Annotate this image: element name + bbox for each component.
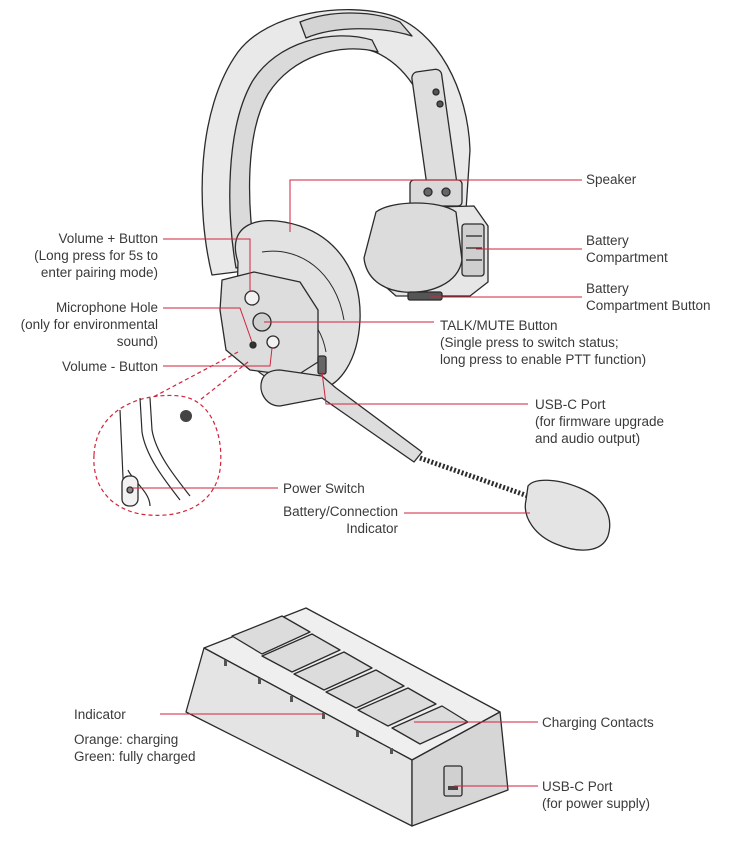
- mic-gooseneck: [419, 455, 529, 499]
- battery-compartment: [461, 223, 485, 277]
- battery-compartment-button: [407, 291, 443, 301]
- microphone-hole-line-2: (only for environmental: [20, 317, 158, 332]
- charger-usb-c-port-line-1: USB-C Port: [542, 779, 613, 794]
- power-switch-label: Power Switch: [283, 481, 365, 496]
- speaker-label: Speaker: [586, 172, 637, 187]
- talk-mute-line-3: long press to enable PTT function): [440, 352, 647, 367]
- talk-mute-line-1: TALK/MUTE Button: [440, 318, 558, 333]
- charger-usb-c-port-label: USB-C Port (for power supply): [542, 778, 650, 812]
- indicator-state-charged: Green: fully charged: [74, 749, 196, 764]
- battery-compartment-button-line-2: Compartment Button: [586, 298, 711, 313]
- zoom-circle: [93, 394, 222, 516]
- talk-mute-line-2: (Single press to switch status;: [440, 335, 619, 350]
- microphone-hole-line-3: sound): [116, 334, 158, 349]
- microphone-hole-label: Microphone Hole (only for environmental …: [21, 299, 158, 350]
- battery-compartment-button-line-1: Battery: [586, 281, 629, 296]
- charging-contacts-label: Charging Contacts: [542, 715, 654, 730]
- battery-indicator-line-1: Battery/Connection: [283, 504, 398, 519]
- talk-mute-label: TALK/MUTE Button (Single press to switch…: [440, 317, 646, 368]
- dock-slots: [231, 615, 469, 745]
- usb-c-port-label: USB-C Port (for firmware upgrade and aud…: [535, 396, 664, 447]
- headband-pad: [299, 12, 413, 39]
- usb-c-port-shape: [317, 355, 327, 375]
- volume-plus-line-2: (Long press for 5s to: [34, 248, 158, 263]
- indicator-state-charging: Orange: charging: [74, 732, 179, 747]
- speaker-face: [363, 202, 463, 293]
- charger-usb-c-port-line-2: (for power supply): [542, 796, 651, 811]
- usb-c-port-line-2: (for firmware upgrade: [535, 414, 665, 429]
- battery-compartment-line-1: Battery: [586, 233, 629, 248]
- headset-illustration: [93, 9, 611, 551]
- volume-plus-label: Volume + Button (Long press for 5s to en…: [34, 230, 158, 281]
- mic-hole-shape: [249, 341, 257, 349]
- microphone-hole-line-1: Microphone Hole: [55, 300, 158, 315]
- volume-minus-label: Volume - Button: [61, 359, 158, 374]
- right-yoke: [409, 179, 463, 207]
- battery-compartment-button-label: Battery Compartment Button: [586, 280, 711, 314]
- battery-indicator-line-2: Indicator: [346, 521, 398, 536]
- charger-indicator-states: Orange: charging Green: fully charged: [74, 731, 196, 765]
- mic-capsule: [524, 479, 611, 551]
- volume-plus-button-shape: [244, 290, 260, 306]
- volume-plus-line-3: enter pairing mode): [40, 265, 158, 280]
- battery-compartment-label: Battery Compartment: [586, 232, 668, 266]
- headband-inner: [229, 35, 379, 269]
- dock-usb-c-port: [443, 765, 463, 797]
- mic-boom-base: [260, 369, 423, 463]
- leader-lines: [132, 179, 582, 787]
- usb-c-port-line-3: and audio output): [535, 431, 641, 446]
- battery-indicator-label: Battery/Connection Indicator: [283, 503, 398, 537]
- charger-indicator-label: Indicator: [74, 707, 126, 722]
- volume-plus-line-1: Volume + Button: [58, 231, 158, 246]
- usb-c-port-line-1: USB-C Port: [535, 397, 606, 412]
- zoom-mic-hole: [180, 410, 192, 422]
- dock-indicator-leds: [224, 660, 393, 754]
- zoom-detail: [119, 397, 191, 507]
- volume-minus-button-shape: [266, 335, 280, 349]
- battery-compartment-line-2: Compartment: [586, 250, 668, 265]
- charger-illustration: [185, 607, 509, 827]
